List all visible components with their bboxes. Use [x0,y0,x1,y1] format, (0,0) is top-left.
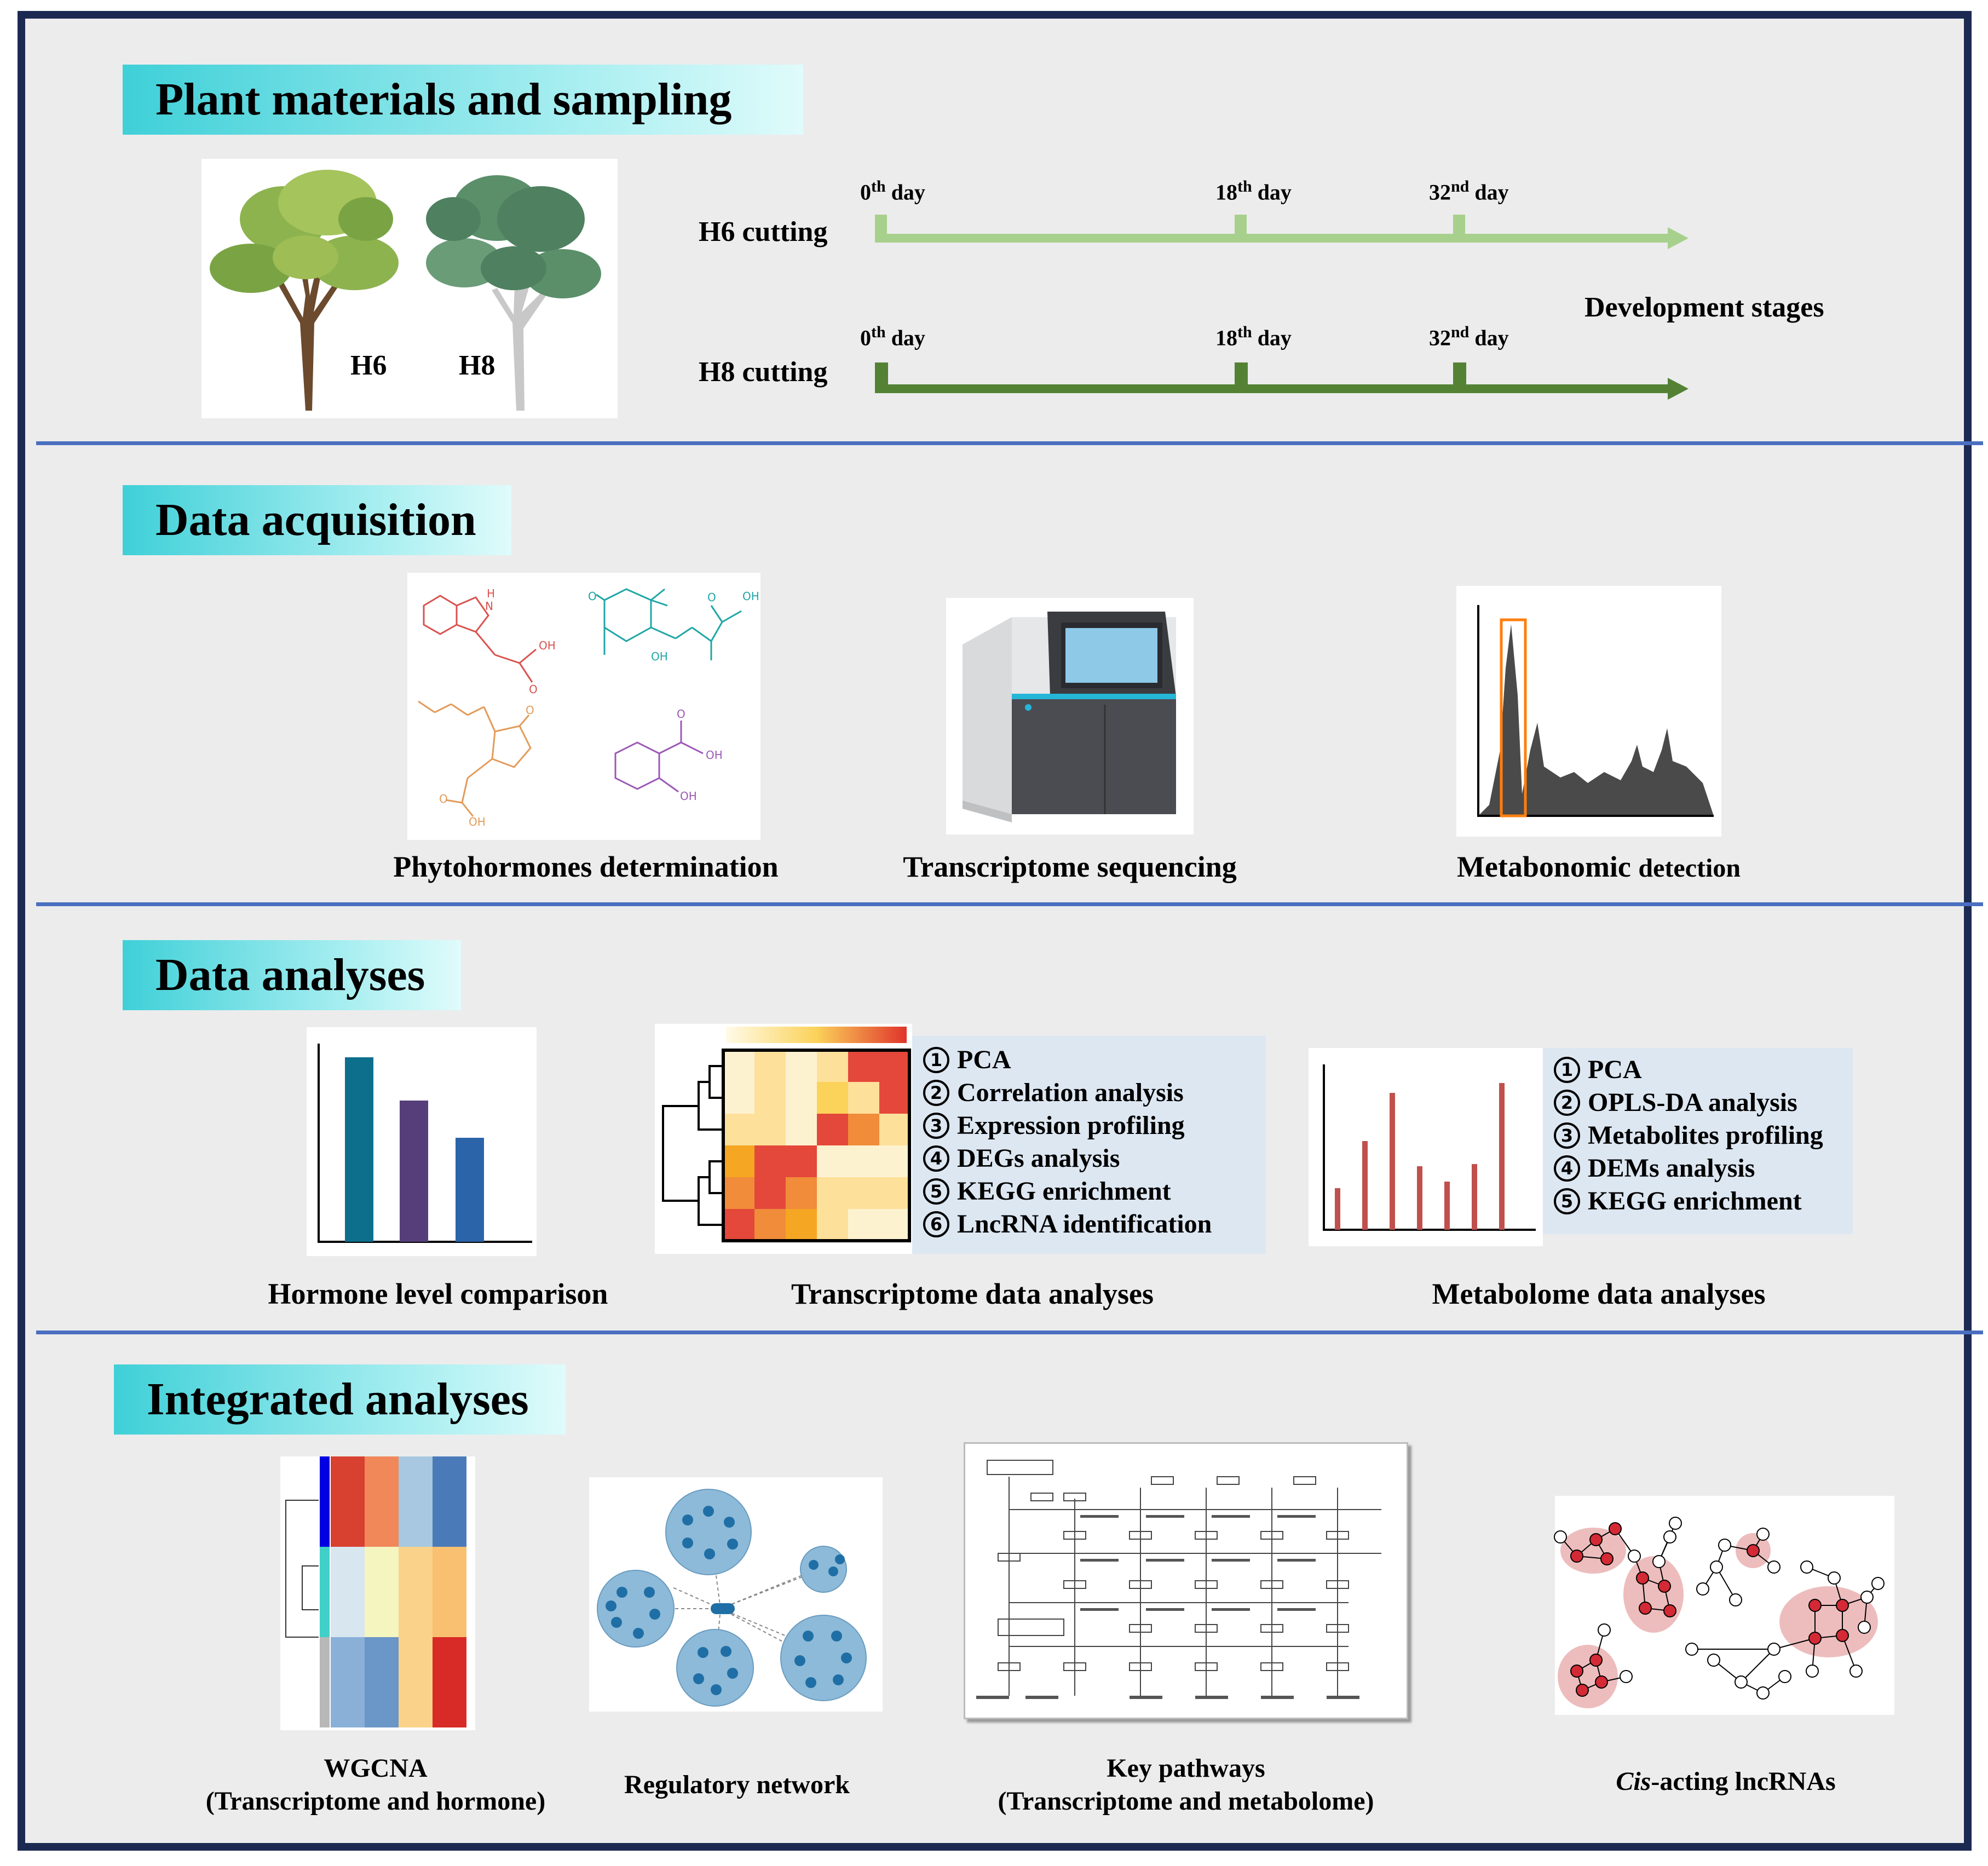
divider-2 [36,902,1983,906]
chem-label-oh-5: OH [706,748,723,762]
hormone-caption: Hormone level comparison [268,1277,608,1310]
metabolome-analyses-caption: Metabolome data analyses [1432,1277,1766,1310]
wgcna-caption-line2: (Transcriptome and hormone) [205,1787,546,1816]
regulatory-network-caption: Regulatory network [624,1770,850,1799]
tree-label-h6: H6 [350,350,387,381]
chemical-structures: H N OH O O OH O OH [418,587,759,828]
h6-timeline [875,215,1689,249]
chem-label-o-3: O [707,591,716,604]
aba-structure [596,588,742,660]
heatmap-dendrogram [662,1065,723,1226]
lncrna-network-panel [1554,1496,1894,1715]
chem-label-o-6: O [677,707,685,721]
figure-frame: Plant materials and sampling [18,11,1983,1851]
ja-structure [418,700,532,817]
phytohormones-caption: Phytohormones determination [393,850,779,883]
hormone-bar-2 [400,1101,428,1242]
chem-label-h: H [487,587,495,600]
h6-day-32: 32nd day [1429,177,1509,205]
transcriptome-heatmap [662,1027,911,1242]
section-title-analyses: Data analyses [123,940,461,1010]
metabolome-bar-chart [1323,1064,1536,1231]
chem-label-o-2: O [588,590,597,603]
h8-day-0: 0th day [860,323,925,350]
wgcna-caption-line1: WGCNA [324,1754,428,1783]
chem-label-oh-2: OH [742,590,759,603]
sequencer-illustration [963,612,1176,822]
chem-label-oh-4: OH [469,815,486,828]
regulatory-network-panel [589,1477,883,1712]
cis-lncrna-caption: Cis-acting lncRNAs [1616,1767,1836,1796]
chromatogram [1477,605,1714,817]
heatmap-panel [655,1024,912,1254]
chem-label-o-1: O [529,683,538,696]
h8-cutting-label: H8 cutting [699,356,828,388]
hormone-bar-1 [345,1057,373,1242]
transcriptome-analyses-caption: Transcriptome data analyses [791,1277,1154,1310]
chem-label-oh-3: OH [651,650,668,663]
chemical-structures-panel: H N OH O O OH O OH [407,573,760,840]
lncrna-network [1554,1517,1885,1708]
chromatogram-panel [1456,586,1721,837]
hormone-bar-panel [307,1027,537,1256]
sa-structure [614,721,704,793]
sequencer-panel [946,598,1194,834]
pathway-caption-line1: Key pathways [1107,1754,1265,1783]
pathway-caption-line2: (Transcriptome and metabolome) [998,1787,1374,1816]
chem-label-n: N [485,600,493,613]
development-stages-label: Development stages [1584,292,1824,323]
h6-tree [210,170,399,411]
hormone-bar-chart [318,1044,532,1243]
transcriptome-sequencing-caption: Transcriptome sequencing [903,850,1237,883]
tree-panel: H6 H8 [201,159,618,418]
metabonomic-caption: Metabonomic detection [1456,850,1741,883]
wgcna-heatmap [285,1456,466,1727]
wgcna-panel [280,1456,475,1730]
tree-illustration [210,170,601,411]
h6-day-0: 0th day [860,177,925,205]
pathway-map [976,1460,1381,1699]
h8-tree [426,175,601,411]
section-title-plant: Plant materials and sampling [123,65,803,135]
h8-timeline [875,362,1689,400]
hormone-bar-3 [456,1138,484,1242]
section-title-acquisition: Data acquisition [123,485,511,555]
divider-3 [36,1331,1983,1334]
chem-label-o-4: O [526,704,534,717]
heatmap-cells [723,1050,909,1241]
h6-cutting-label: H6 cutting [699,216,828,247]
metabolome-bar-panel [1309,1048,1543,1246]
timelines [875,215,1689,400]
chem-label-oh-1: OH [539,639,556,652]
section-title-integrated: Integrated analyses [114,1364,566,1435]
pathway-map-panel [964,1442,1408,1719]
tree-label-h8: H8 [459,350,495,381]
iaa-structure [423,595,537,683]
h8-day-18: 18th day [1215,323,1292,350]
h8-day-32: 32nd day [1429,323,1509,350]
chem-label-oh-6: OH [680,790,697,803]
chem-label-o-5: O [439,792,448,805]
divider-1 [36,441,1983,445]
h6-day-18: 18th day [1215,177,1292,205]
regulatory-network [597,1489,867,1707]
